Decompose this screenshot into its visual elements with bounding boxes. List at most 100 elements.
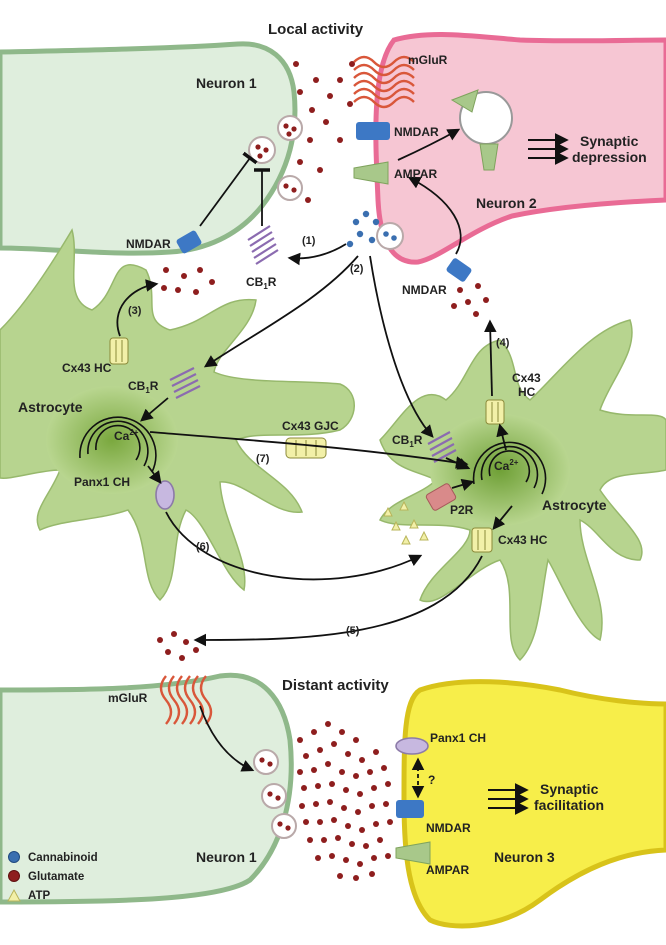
label-panx1-bottom: Panx1 CH <box>430 731 486 745</box>
label-ampar-n3: AMPAR <box>426 863 469 877</box>
arrow-cb1r-inhibition-a <box>199 151 258 227</box>
label-cx43hc-left: Cx43 HC <box>62 361 112 375</box>
cannabinoids-released <box>346 210 380 248</box>
label-neuron-2: Neuron 2 <box>476 195 537 211</box>
glutamate-cloud-top-left <box>157 631 199 661</box>
arrow-cb1r-to-ca-left <box>140 397 169 422</box>
astrocyte-left-body <box>0 228 355 602</box>
cb1r-neuron-1 <box>247 225 279 265</box>
arrow-ca-to-cx43-right-bottom <box>492 505 513 530</box>
label-neuron-3: Neuron 3 <box>494 849 555 865</box>
legend-atp-icon <box>7 888 21 902</box>
label-panx1-left: Panx1 CH <box>74 475 130 489</box>
label-cb1r-right: CB1R <box>392 433 423 449</box>
nmdar-neuron-1 <box>176 230 202 254</box>
nmdar-neuron-2-lower <box>446 258 472 282</box>
arrow-step-3 <box>116 279 159 337</box>
ampar-neuron-2 <box>353 161 389 185</box>
legend-label: Cannabinoid <box>28 852 98 864</box>
legend-label: Glutamate <box>28 871 84 883</box>
calcium-rings-right <box>472 441 547 495</box>
label-ampar-n2: AMPAR <box>394 167 437 181</box>
panx1-channel-left <box>155 480 175 510</box>
atp-molecules <box>383 500 429 545</box>
label-ca-right: Ca2+ <box>494 458 519 473</box>
arrow-step-1 <box>287 243 347 266</box>
calcium-rings-left <box>79 416 157 473</box>
label-p2r: P2R <box>450 503 474 517</box>
cx43-hemichannel-right-bottom <box>471 527 493 553</box>
neuron-2-terminal <box>373 32 666 265</box>
ampar-neuron-3 <box>395 841 431 865</box>
glutamate-cloud-bottom <box>297 721 393 881</box>
arrow-n2-nmdar-to-membrane <box>407 176 462 255</box>
cb1r-astrocyte-left <box>169 367 201 399</box>
label-nmdar-n3: NMDAR <box>426 821 471 835</box>
glutamate-cleft-top <box>293 61 355 203</box>
label-facilitation-line2: facilitation <box>534 797 604 813</box>
label-depression-line1: Synaptic <box>580 133 639 149</box>
label-facilitation-line1: Synaptic <box>540 781 599 797</box>
heading-distant-activity: Distant activity <box>282 677 389 694</box>
label-nmdar-n2: NMDAR <box>394 125 439 139</box>
label-mglur-bottom: mGluR <box>108 691 148 705</box>
arrow-ca-to-panx1-left <box>147 465 162 485</box>
p2r-receptor <box>425 483 457 511</box>
cx43-hemichannel-left <box>109 337 129 365</box>
arrow-step-7 <box>149 431 469 469</box>
mglur-neuron-1-bottom <box>159 675 213 725</box>
facilitation-arrows <box>488 783 529 815</box>
arrow-to-internalization <box>397 128 461 161</box>
label-ca-left: Ca2+ <box>114 428 139 443</box>
panx1-channel-bottom <box>395 737 429 755</box>
arrow-step-4 <box>483 319 497 397</box>
nmdar-neuron-3 <box>396 800 424 818</box>
label-cx43gjc: Cx43 GJC <box>282 419 339 433</box>
glutamate-neuron-2-lower <box>451 283 489 317</box>
step-label-5: (5) <box>346 625 360 637</box>
cannabinoid-vesicle <box>376 222 404 250</box>
label-neuron-1-bottom: Neuron 1 <box>196 849 257 865</box>
label-neuron-1-top: Neuron 1 <box>196 75 257 91</box>
legend-cannabinoid-icon <box>8 851 20 863</box>
step-label-4: (4) <box>496 337 510 349</box>
label-nmdar-n2-lower: NMDAR <box>402 283 447 297</box>
neuron-1-top-terminal <box>0 41 298 256</box>
step-label-2: (2) <box>350 263 364 275</box>
label-question: ? <box>428 773 435 787</box>
vesicles-neuron-1-top <box>248 115 303 201</box>
ampar-internalization <box>450 89 513 171</box>
mglur-neuron-2 <box>353 55 415 109</box>
label-cx43hc-right: Cx43 HC <box>498 533 548 547</box>
nmdar-neuron-2 <box>356 122 390 140</box>
arrow-step-2-right <box>369 255 434 438</box>
cx43-hemichannel-right-top <box>485 399 505 425</box>
arrow-step-2-left <box>203 255 359 368</box>
arrow-step-5 <box>193 555 483 647</box>
cx43-gap-junction-channel <box>285 437 327 459</box>
neuron-1-bottom-terminal <box>0 672 294 905</box>
vesicles-neuron-1-bottom <box>253 749 297 839</box>
depression-arrows <box>528 133 569 165</box>
label-astrocyte-right: Astrocyte <box>542 497 607 513</box>
label-cb1r-left: CB1R <box>128 379 159 395</box>
glutamate-neuron-1-lower <box>161 267 215 295</box>
arrow-step-6 <box>165 511 423 581</box>
step-label-6: (6) <box>196 541 210 553</box>
label-mglur-top: mGluR <box>408 53 448 67</box>
arrow-cb1r-to-ca-right <box>445 457 471 470</box>
step-label-7: (7) <box>256 453 270 465</box>
arrow-p2r-to-ca-right <box>451 478 475 491</box>
astrocyte-right-soma <box>430 414 570 526</box>
arrow-ca-to-cx43-right-top <box>496 423 509 451</box>
legend-glutamate-icon <box>8 870 20 882</box>
arrow-mglur-to-vesicles <box>199 705 255 772</box>
step-label-1: (1) <box>302 235 316 247</box>
label-nmdar-n1: NMDAR <box>126 237 171 251</box>
legend-label: ATP <box>28 890 50 902</box>
label-astrocyte-left: Astrocyte <box>18 399 83 415</box>
label-depression-line2: depression <box>572 149 647 165</box>
label-cb1r-n1: CB1R <box>246 275 277 291</box>
